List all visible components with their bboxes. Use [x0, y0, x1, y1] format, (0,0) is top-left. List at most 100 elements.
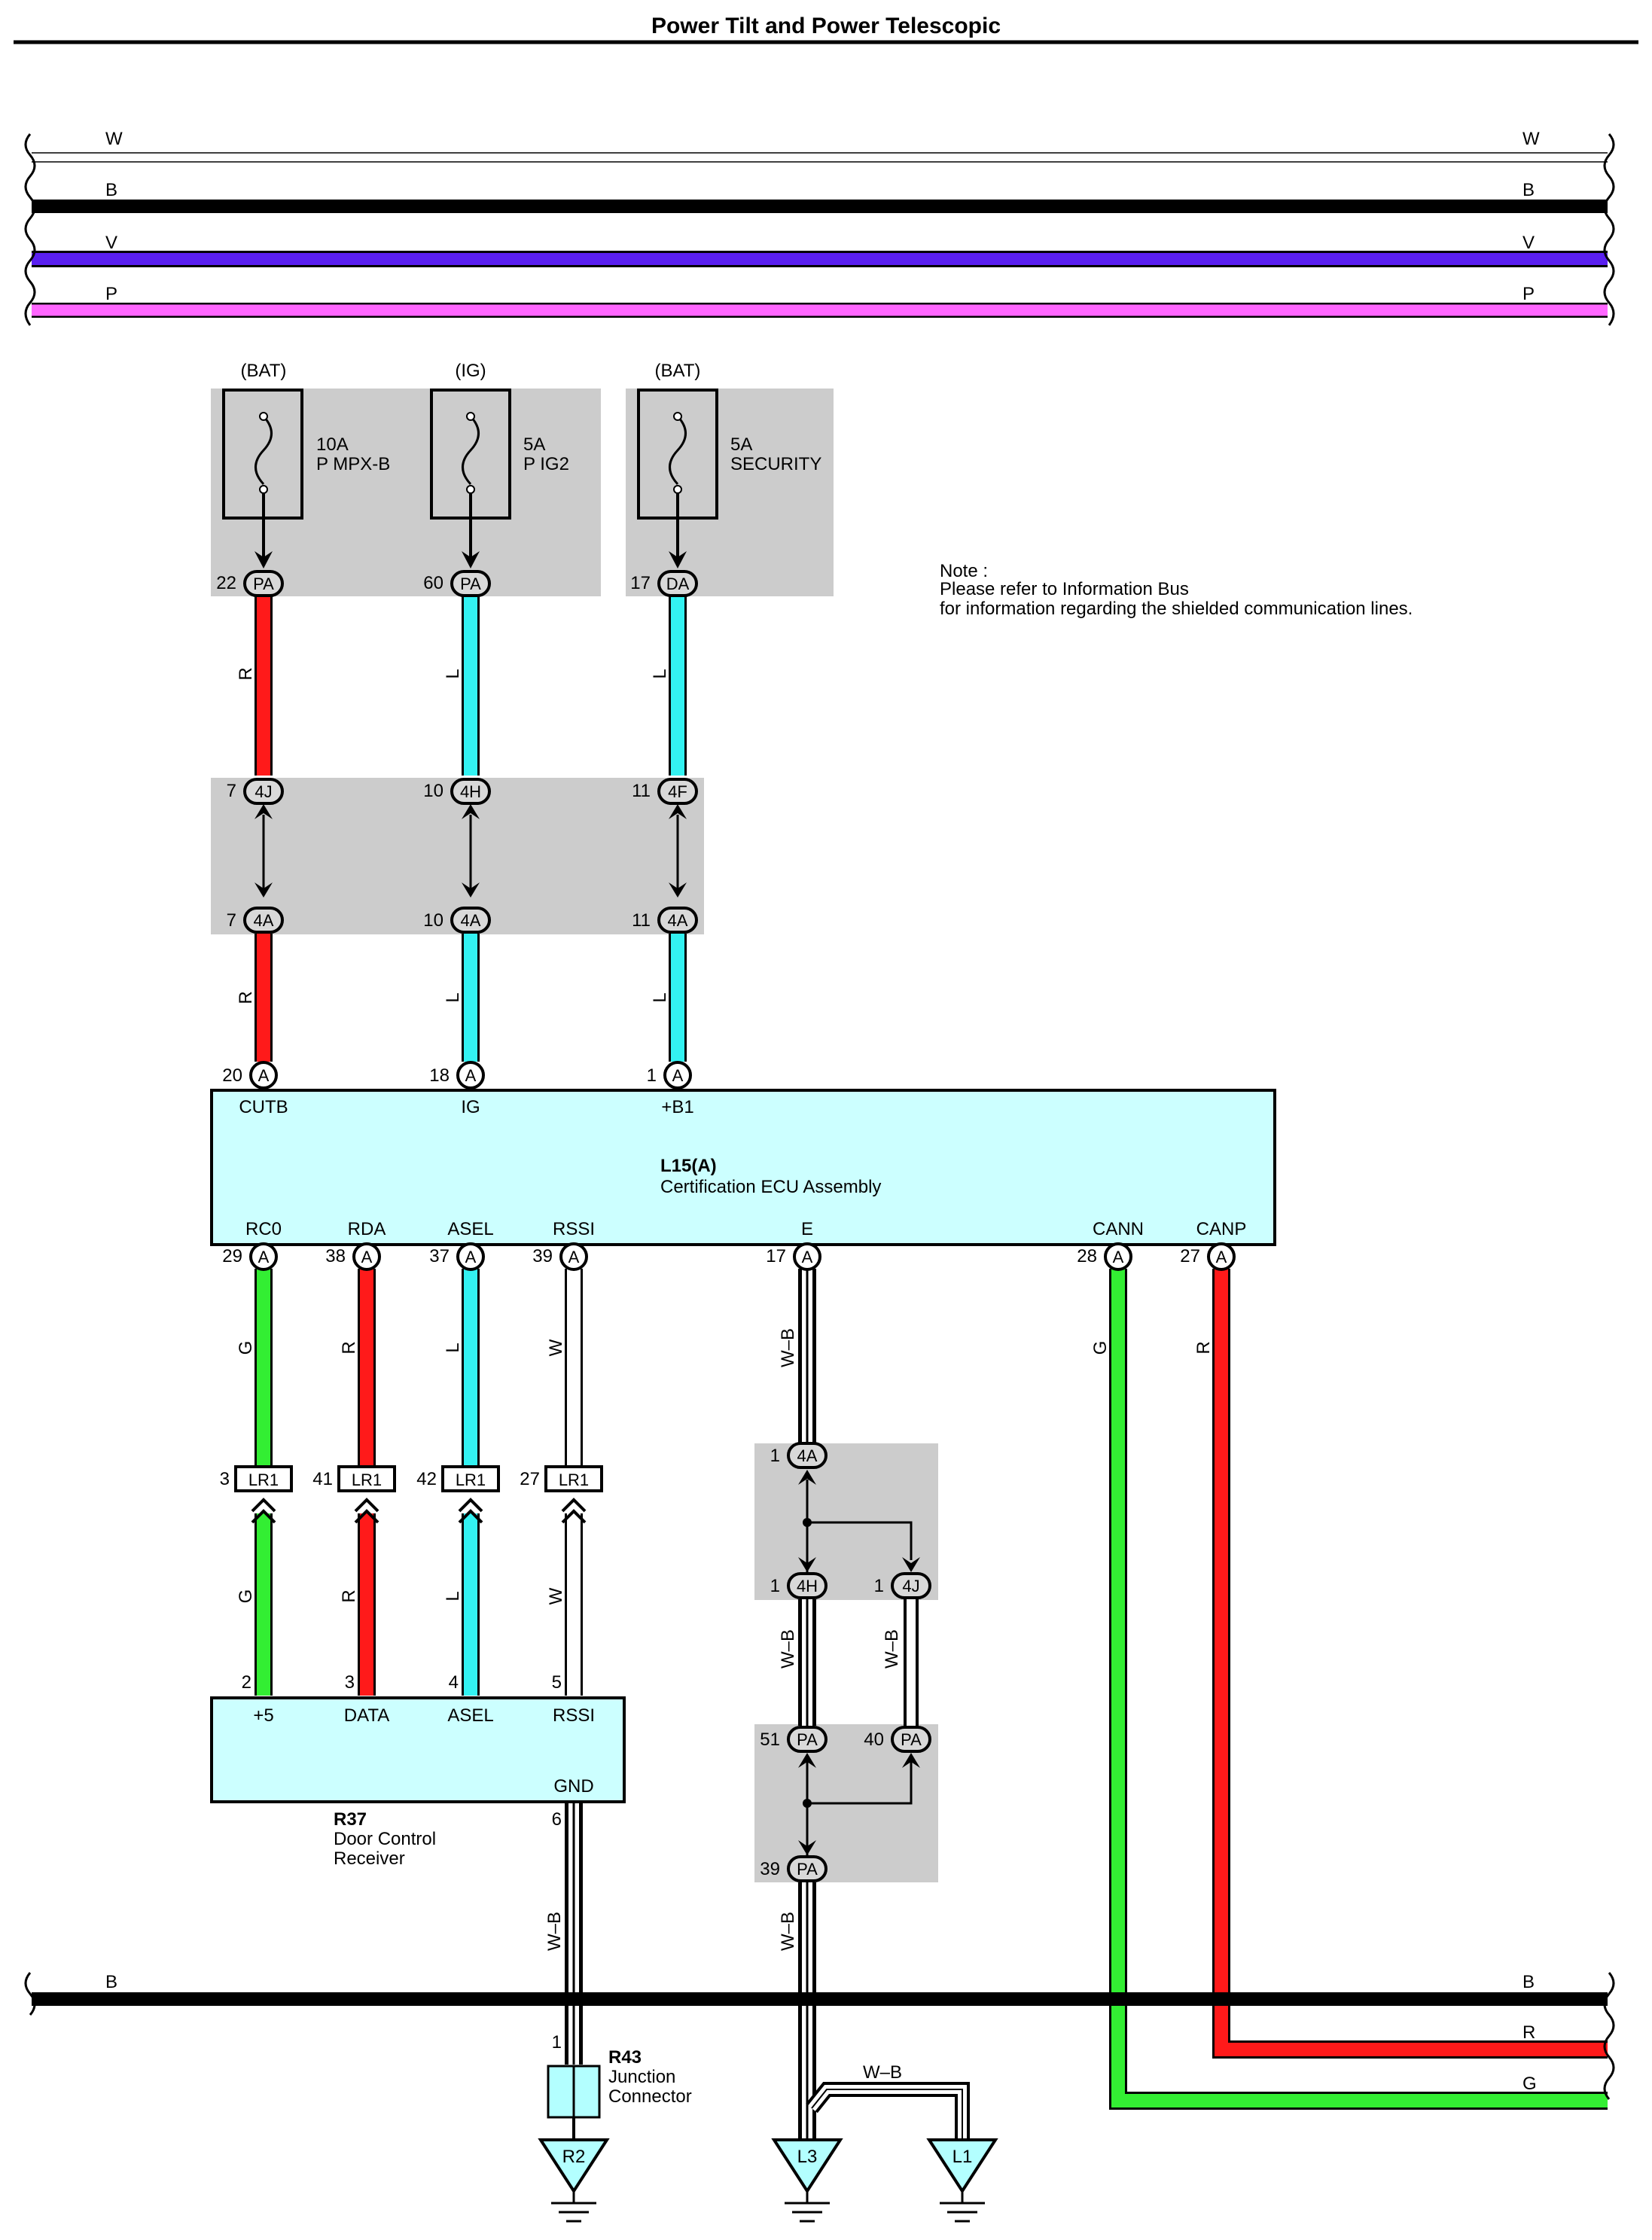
svg-text:42: 42	[416, 1469, 437, 1489]
bottom-bus-r-label: R	[1522, 2022, 1535, 2043]
bus-b-left-label: B	[105, 180, 117, 200]
svg-text:4: 4	[449, 1672, 459, 1693]
top-bus-p: P P	[32, 284, 1608, 318]
fuse-connectors: 22 PA 60 PA 17 DA	[216, 570, 698, 597]
svg-text:4J: 4J	[255, 782, 272, 801]
ground-l3: L3	[771, 2138, 843, 2223]
svg-text:4J: 4J	[902, 1577, 919, 1595]
wire-label-l-4: L	[650, 992, 670, 1002]
svg-text:Note :: Note :	[940, 561, 988, 581]
svg-text:27: 27	[520, 1469, 540, 1489]
svg-text:7: 7	[227, 910, 236, 931]
svg-text:10: 10	[423, 781, 443, 801]
svg-text:GND: GND	[553, 1776, 593, 1797]
svg-text:37: 37	[429, 1246, 450, 1266]
l1-ground-wire: W–B	[806, 2062, 970, 2138]
bottom-bus-b: B B	[32, 1972, 1608, 2006]
svg-text:39: 39	[760, 1859, 780, 1879]
wires-receiver	[251, 1498, 587, 1696]
svg-text:A: A	[465, 1248, 477, 1266]
svg-text:18: 18	[429, 1065, 450, 1086]
ground-l1: L1	[926, 2138, 998, 2223]
wires-upper	[255, 595, 687, 776]
svg-text:29: 29	[222, 1246, 242, 1266]
svg-text:1: 1	[874, 1576, 884, 1596]
wire-label-l-2: L	[650, 669, 670, 678]
wire-label-r-1: R	[236, 667, 256, 680]
svg-text:A: A	[465, 1066, 477, 1085]
wire-label-rc0: G	[236, 1341, 256, 1355]
svg-text:Please refer to Information Bu: Please refer to Information Bus	[940, 579, 1189, 599]
ecu-bottom-pins: 29 A 38 A 37 A 39 A 17 A 28 A 27 A	[222, 1242, 1236, 1271]
svg-text:Junction: Junction	[608, 2067, 675, 2087]
svg-text:10A: 10A	[316, 434, 349, 455]
lr1-connectors: 3 LR1 41 LR1 42 LR1 27 LR1	[220, 1465, 603, 1492]
svg-text:3: 3	[345, 1672, 355, 1693]
svg-text:IG: IG	[461, 1097, 480, 1117]
wire-label-e: W–B	[778, 1328, 798, 1367]
svg-text:R43: R43	[608, 2047, 642, 2068]
svg-text:10: 10	[423, 910, 443, 931]
ground-r2: R2	[538, 2138, 610, 2223]
svg-text:7: 7	[227, 781, 236, 801]
bus-b-right-label: B	[1522, 180, 1535, 200]
svg-text:R37: R37	[334, 1809, 367, 1830]
svg-text:17: 17	[766, 1246, 786, 1266]
svg-text:P MPX-B: P MPX-B	[316, 454, 390, 474]
svg-text:41: 41	[312, 1469, 333, 1489]
svg-text:Connector: Connector	[608, 2086, 692, 2107]
svg-text:60: 60	[423, 573, 443, 593]
svg-text:PA: PA	[253, 574, 274, 593]
svg-text:A: A	[672, 1066, 684, 1085]
svg-text:SECURITY: SECURITY	[730, 454, 821, 474]
svg-text:1: 1	[647, 1065, 657, 1086]
svg-text:1: 1	[770, 1576, 780, 1596]
bus-w-right-label: W	[1522, 129, 1540, 149]
page-title: Power Tilt and Power Telescopic	[651, 14, 1001, 38]
svg-text:for information regarding the: for information regarding the shielded c…	[940, 599, 1413, 619]
wire-label-4h: W–B	[778, 1629, 798, 1669]
wire-label-l-3: L	[443, 992, 463, 1002]
junction-pair-3: 11 4F 11 4A	[632, 778, 698, 934]
svg-text:A: A	[258, 1248, 270, 1266]
svg-text:+5: +5	[253, 1705, 273, 1726]
svg-text:CUTB: CUTB	[239, 1097, 288, 1117]
right-break-mark	[1603, 133, 1615, 326]
top-bus-w: W W	[32, 129, 1608, 163]
ground-junction: 1 4A 1 4H 1 4J	[770, 1442, 931, 1599]
svg-text:27: 27	[1180, 1246, 1200, 1266]
svg-text:4F: 4F	[668, 782, 687, 801]
svg-text:4A: 4A	[797, 1446, 818, 1465]
svg-text:LR1: LR1	[456, 1470, 486, 1489]
wire-label-rssi: W	[546, 1339, 566, 1356]
svg-text:Receiver: Receiver	[334, 1848, 405, 1869]
wire-label-l-1: L	[443, 669, 463, 678]
svg-text:(IG): (IG)	[455, 361, 486, 381]
svg-text:A: A	[1113, 1248, 1124, 1266]
svg-text:PA: PA	[797, 1730, 818, 1749]
svg-text:ASEL: ASEL	[447, 1219, 493, 1239]
svg-text:51: 51	[760, 1730, 780, 1750]
svg-text:4H: 4H	[460, 782, 481, 801]
svg-text:CANP: CANP	[1196, 1219, 1247, 1239]
svg-text:A: A	[361, 1248, 373, 1266]
svg-text:PA: PA	[460, 574, 481, 593]
note-block: Note : Please refer to Information Bus f…	[940, 561, 1413, 619]
wire-label-l1: W–B	[863, 2062, 902, 2083]
ecu-id: L15(A)	[660, 1156, 717, 1176]
wire-label-rda: R	[339, 1341, 359, 1354]
svg-text:RDA: RDA	[348, 1219, 386, 1239]
svg-text:4A: 4A	[254, 911, 274, 930]
bottom-right-break	[1603, 1972, 1615, 2100]
left-break-mark	[24, 133, 36, 326]
svg-text:P IG2: P IG2	[523, 454, 569, 474]
svg-text:1: 1	[552, 2032, 562, 2053]
svg-text:ASEL: ASEL	[447, 1705, 493, 1726]
svg-text:DA: DA	[666, 574, 690, 593]
svg-text:(BAT): (BAT)	[241, 361, 287, 381]
wire-label-plus5: G	[236, 1589, 256, 1604]
svg-text:+B1: +B1	[661, 1097, 693, 1117]
svg-text:4A: 4A	[461, 911, 481, 930]
svg-text:LR1: LR1	[559, 1470, 589, 1489]
fuse-p-mpx-b: (BAT) 10A P MPX-B	[222, 361, 390, 520]
